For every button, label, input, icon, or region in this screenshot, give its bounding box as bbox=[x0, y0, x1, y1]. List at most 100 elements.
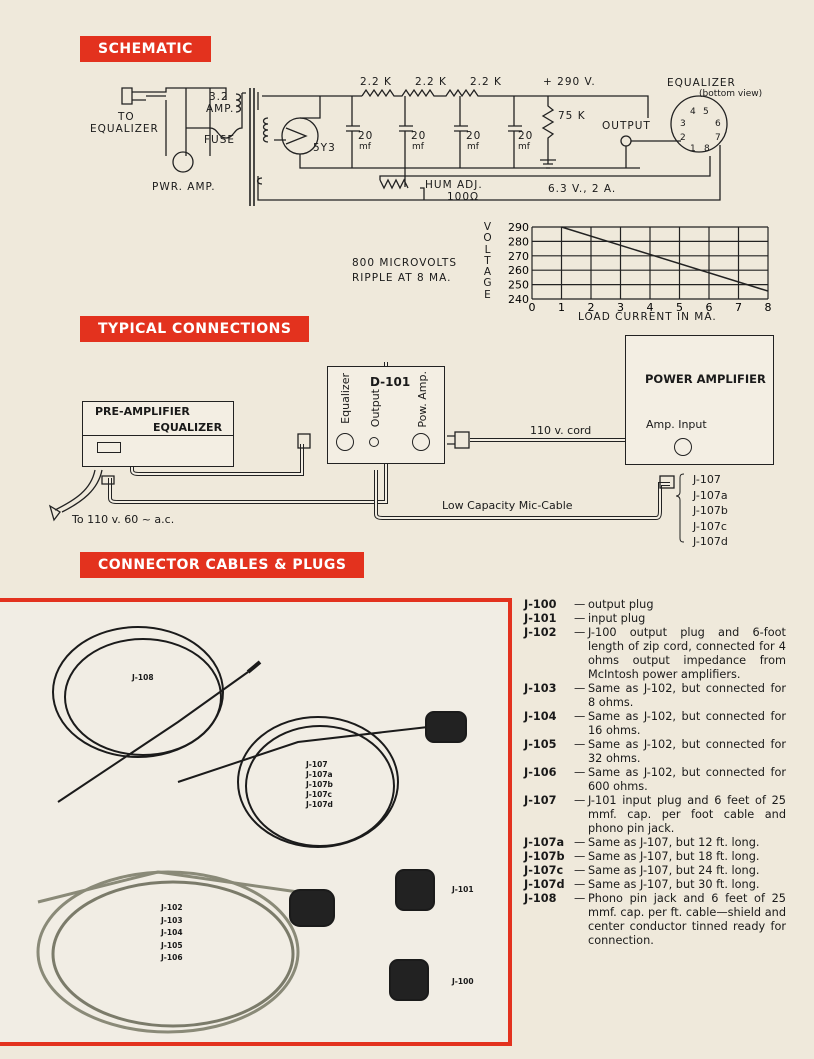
ylabel-letter: L bbox=[484, 243, 492, 256]
equalizer-socket-icon bbox=[336, 433, 354, 451]
catalog-code: J-102 bbox=[524, 626, 557, 639]
label-resistor: 2.2 K bbox=[470, 76, 502, 88]
y-tick-label: 260 bbox=[508, 264, 529, 277]
dash: — bbox=[574, 682, 586, 695]
label-equalizer: EQUALIZER bbox=[667, 77, 736, 89]
pwr-amp-outlet bbox=[172, 151, 194, 173]
d101-unit: D-101 Equalizer Output Pow. Amp. bbox=[327, 366, 445, 464]
catalog-code: J-107 bbox=[524, 794, 557, 807]
label-fuse-rating: 3.2 bbox=[209, 91, 229, 103]
pin-label: 3 bbox=[680, 119, 686, 129]
section-header-typical-connections: TYPICAL CONNECTIONS bbox=[80, 316, 310, 342]
photo-label-j107-group: J-107 J-107a J-107b J-107c J-107d bbox=[306, 760, 333, 810]
photo-label-j101: J-101 bbox=[452, 885, 474, 894]
label-cap: 20 bbox=[411, 130, 427, 142]
catalog-entry: J-104—Same as J-102, but connected for 1… bbox=[524, 710, 786, 738]
label-resistor: 2.2 K bbox=[415, 76, 447, 88]
ylabel-letter: G bbox=[483, 277, 493, 290]
label-cap-unit: mf bbox=[412, 142, 424, 152]
dash: — bbox=[574, 864, 586, 877]
ac-outlet bbox=[97, 442, 121, 453]
dash: — bbox=[574, 710, 586, 723]
catalog-entry: J-103—Same as J-102, but connected for 8… bbox=[524, 682, 786, 710]
catalog-entry: J-105—Same as J-102, but connected for 3… bbox=[524, 738, 786, 766]
label-output: OUTPUT bbox=[602, 120, 651, 132]
catalog-entry: J-107a—Same as J-107, but 12 ft. long. bbox=[524, 836, 786, 850]
catalog-description: Same as J-107, but 24 ft. long. bbox=[588, 864, 760, 877]
catalog-description: Same as J-107, but 18 ft. long. bbox=[588, 850, 760, 863]
ylabel-letter: V bbox=[483, 221, 493, 233]
pin-label: 7 bbox=[715, 133, 721, 143]
d101-label: D-101 bbox=[370, 375, 411, 389]
catalog-description: output plug bbox=[588, 598, 654, 611]
catalog-code: J-105 bbox=[524, 738, 557, 751]
photo-label-j108: J-108 bbox=[132, 673, 154, 682]
catalog-description: J-101 input plug and 6 feet of 25 mmf. c… bbox=[588, 794, 786, 835]
dash: — bbox=[574, 598, 586, 611]
label-cap: 20 bbox=[358, 130, 374, 142]
x-tick-label: 0 bbox=[529, 301, 536, 314]
d101-pow-amp-label: Pow. Amp. bbox=[416, 371, 429, 428]
equalizer-socket bbox=[670, 95, 728, 153]
catalog-description: Same as J-107, but 12 ft. long. bbox=[588, 836, 760, 849]
label-tube: 5Y3 bbox=[313, 142, 336, 154]
plug-j102 bbox=[289, 889, 335, 927]
x-tick-label: 3 bbox=[617, 301, 624, 314]
label-bottom-view: (bottom view) bbox=[699, 89, 763, 99]
photo-label: J-105 bbox=[161, 940, 183, 950]
x-tick-label: 1 bbox=[558, 301, 565, 314]
catalog-entry: J-102 —J-100 output plug and 6-foot lengt… bbox=[524, 626, 786, 682]
d101-output-label: Output bbox=[369, 389, 382, 428]
label-75k: 75 K bbox=[558, 110, 586, 122]
ripple-line-2: RIPPLE AT 8 MA. bbox=[352, 272, 452, 284]
catalog-code: J-100 bbox=[524, 598, 557, 611]
bleeder-resistor-75k bbox=[540, 96, 556, 169]
catalog-entry: J-100 —output plug bbox=[524, 598, 786, 612]
label-b-plus: + 290 V. bbox=[543, 76, 596, 88]
pin-label: 4 bbox=[690, 107, 696, 117]
schematic-diagram bbox=[121, 87, 728, 206]
pin-label: 2 bbox=[680, 133, 686, 143]
photo-label: J-107 bbox=[306, 760, 328, 769]
filter-resistors bbox=[361, 88, 649, 118]
label-resistor: 2.2 K bbox=[360, 76, 392, 88]
jack-list: J-107 J-107a J-107b J-107c J-107d bbox=[693, 472, 728, 550]
y-tick-label: 280 bbox=[508, 235, 529, 248]
x-tick-label: 7 bbox=[735, 301, 742, 314]
dash: — bbox=[574, 794, 586, 807]
catalog-entry: J-107b—Same as J-107, but 18 ft. long. bbox=[524, 850, 786, 864]
catalog-description: Same as J-102, but connected for 16 ohms… bbox=[588, 710, 786, 737]
x-tick-label: 8 bbox=[765, 301, 772, 314]
catalog-description: Same as J-107, but 30 ft. long. bbox=[588, 878, 760, 891]
dash: — bbox=[574, 850, 586, 863]
primary-coil bbox=[235, 93, 242, 113]
label-to: TO bbox=[118, 111, 135, 123]
section-header-connector-cables: CONNECTOR CABLES & PLUGS bbox=[80, 552, 365, 578]
section-header-schematic: SCHEMATIC bbox=[80, 36, 211, 62]
plug-j107 bbox=[425, 711, 467, 743]
dash: — bbox=[574, 626, 586, 639]
catalog-entry: J-107c—Same as J-107, but 24 ft. long. bbox=[524, 864, 786, 878]
label-mains: To 110 v. 60 ~ a.c. bbox=[72, 513, 175, 526]
label-pwr-amp: PWR. AMP. bbox=[152, 181, 216, 193]
x-tick-label: 5 bbox=[676, 301, 683, 314]
photo-label: J-102 bbox=[161, 903, 183, 912]
catalog-description: J-100 output plug and 6-foot length of z… bbox=[588, 626, 786, 681]
catalog-code: J-108 bbox=[524, 892, 557, 905]
output-jack-icon bbox=[369, 437, 379, 447]
photo-label-j100: J-100 bbox=[452, 977, 474, 986]
pin-label: 8 bbox=[704, 144, 710, 154]
pin-label: 1 bbox=[690, 144, 696, 154]
catalog-entry: J-108—Phono pin jack and 6 feet of 25 mm… bbox=[524, 892, 786, 948]
catalog-entry: J-107 —J-101 input plug and 6 feet of 25 … bbox=[524, 794, 786, 836]
transformer-core bbox=[249, 88, 255, 206]
photo-label: J-107d bbox=[306, 800, 333, 809]
dash: — bbox=[574, 612, 586, 625]
label-110v-cord: 110 v. cord bbox=[530, 424, 592, 437]
y-tick-label: 240 bbox=[508, 293, 529, 306]
catalog-code: J-101 bbox=[524, 612, 557, 625]
catalog-code: J-106 bbox=[524, 766, 557, 779]
catalog-description: Same as J-102, but connected for 8 ohms. bbox=[588, 682, 786, 709]
